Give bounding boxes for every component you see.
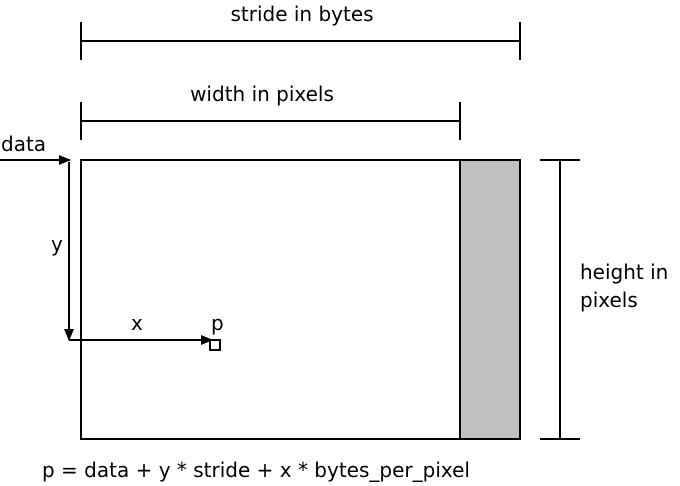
x-offset: x [69, 311, 213, 345]
width-label: width in pixels [190, 82, 334, 106]
pixel-p: p [209, 311, 224, 351]
stride-dimension: stride in bytes [80, 2, 521, 60]
x-label: x [131, 311, 143, 335]
data-pointer: data [0, 132, 71, 165]
image-area [80, 159, 461, 440]
pixel-square [209, 339, 221, 351]
height-dimension: height in pixels [540, 159, 668, 440]
height-label-line1: height in [580, 260, 668, 284]
stride-padding [459, 159, 521, 440]
address-formula: p = data + y * stride + x * bytes_per_pi… [42, 458, 470, 482]
y-offset: y [51, 162, 74, 341]
height-label-line2: pixels [580, 288, 638, 312]
width-dimension: width in pixels [80, 82, 461, 140]
p-label: p [211, 311, 224, 335]
stride-label: stride in bytes [230, 2, 373, 26]
data-label: data [1, 132, 46, 156]
y-label: y [51, 232, 63, 256]
